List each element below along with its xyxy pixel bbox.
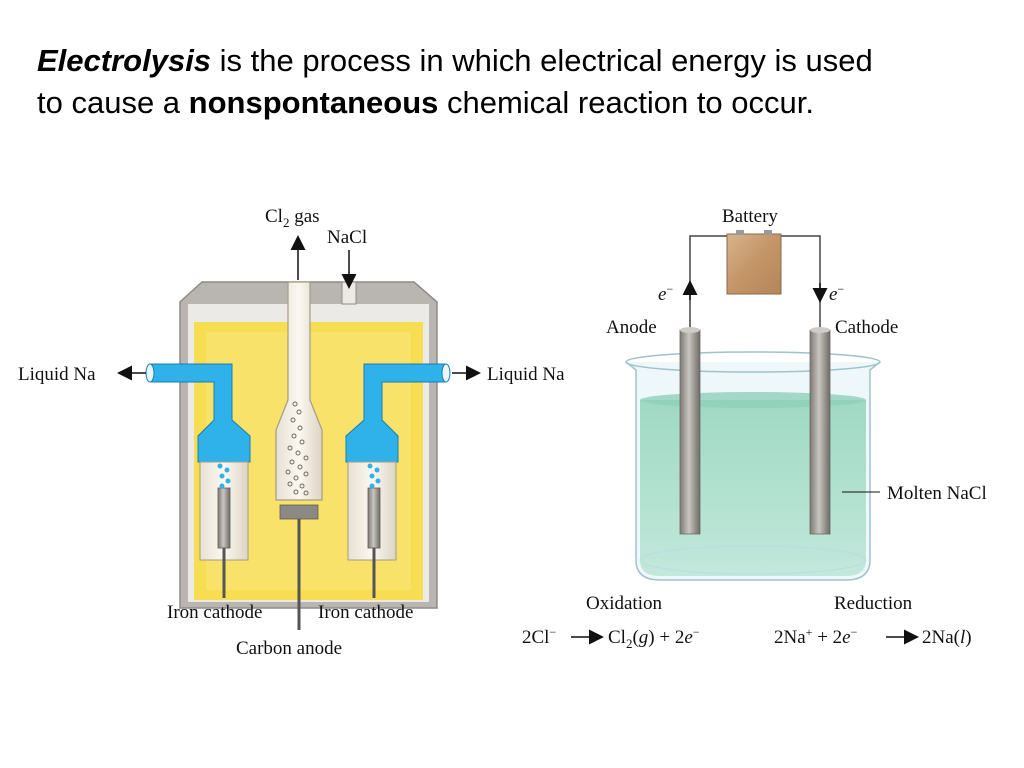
oxidation-reactant: 2Cl− xyxy=(522,625,556,648)
heading-part-2a: to cause a xyxy=(37,85,189,120)
battery-terminal-left xyxy=(736,230,744,235)
carbon-anode xyxy=(279,504,319,520)
liquid-na-right-label: Liquid Na xyxy=(487,364,565,385)
oxidation-products: Cl2(g) + 2e− xyxy=(608,625,700,651)
anode-electrode xyxy=(679,329,701,535)
cathode-top xyxy=(810,327,830,333)
nacl-input-label: NaCl xyxy=(327,227,367,248)
wire-left xyxy=(689,235,727,330)
anode-label: Anode xyxy=(606,317,657,338)
beaker-cell: Battery e− e− Anode Cathode Molten NaCl … xyxy=(522,206,987,651)
electron-left-label: e− xyxy=(658,282,673,305)
right-outlet-end xyxy=(441,363,451,383)
left-sodium-droplets xyxy=(217,463,231,489)
reduction-product: 2Na(l) xyxy=(922,627,972,648)
term-electrolysis: Electrolysis xyxy=(37,43,212,78)
cathode-electrode xyxy=(809,329,831,535)
slide-heading: Electrolysis is the process in which ele… xyxy=(37,40,997,124)
heading-part-1: is the process in which electrical energ… xyxy=(211,43,873,78)
iron-cathode-left-label: Iron cathode xyxy=(167,602,262,623)
oxidation-label: Oxidation xyxy=(586,593,662,614)
heading-part-2b: chemical reaction to occur. xyxy=(438,85,814,120)
right-sodium-channel xyxy=(345,363,447,463)
molten-nacl-label: Molten NaCl xyxy=(887,483,987,504)
downs-cell: Cl2 gas NaCl Liquid Na Liquid Na Iron ca… xyxy=(18,206,565,659)
battery xyxy=(726,233,782,295)
carbon-anode-label: Carbon anode xyxy=(236,638,342,659)
reduction-label: Reduction xyxy=(834,593,913,614)
heading-line-2: to cause a nonspontaneous chemical react… xyxy=(37,82,997,124)
left-sodium-channel xyxy=(149,363,251,463)
chlorine-collection-tube xyxy=(275,281,323,501)
heading-line-1: Electrolysis is the process in which ele… xyxy=(37,40,997,82)
electron-right-label: e− xyxy=(829,282,844,305)
beaker-bottom xyxy=(639,545,867,575)
reduction-reactants: 2Na+ + 2e− xyxy=(774,625,858,648)
left-outlet-end xyxy=(145,363,155,383)
chlorine-bubbles xyxy=(285,401,309,496)
wire-right xyxy=(781,235,821,330)
solution-surface xyxy=(640,392,866,408)
beaker-rim xyxy=(625,351,881,373)
battery-terminal-right xyxy=(764,230,772,235)
right-iron-cathode xyxy=(367,487,381,549)
iron-cathode-right-label: Iron cathode xyxy=(318,602,413,623)
cl2-gas-label: Cl2 gas xyxy=(265,206,320,230)
term-nonspontaneous: nonspontaneous xyxy=(188,85,439,120)
anode-top xyxy=(680,327,700,333)
right-sodium-droplets xyxy=(367,463,381,489)
battery-label: Battery xyxy=(722,206,778,227)
liquid-na-left-label: Liquid Na xyxy=(18,364,96,385)
left-iron-cathode xyxy=(217,487,231,549)
cathode-label: Cathode xyxy=(835,317,898,338)
